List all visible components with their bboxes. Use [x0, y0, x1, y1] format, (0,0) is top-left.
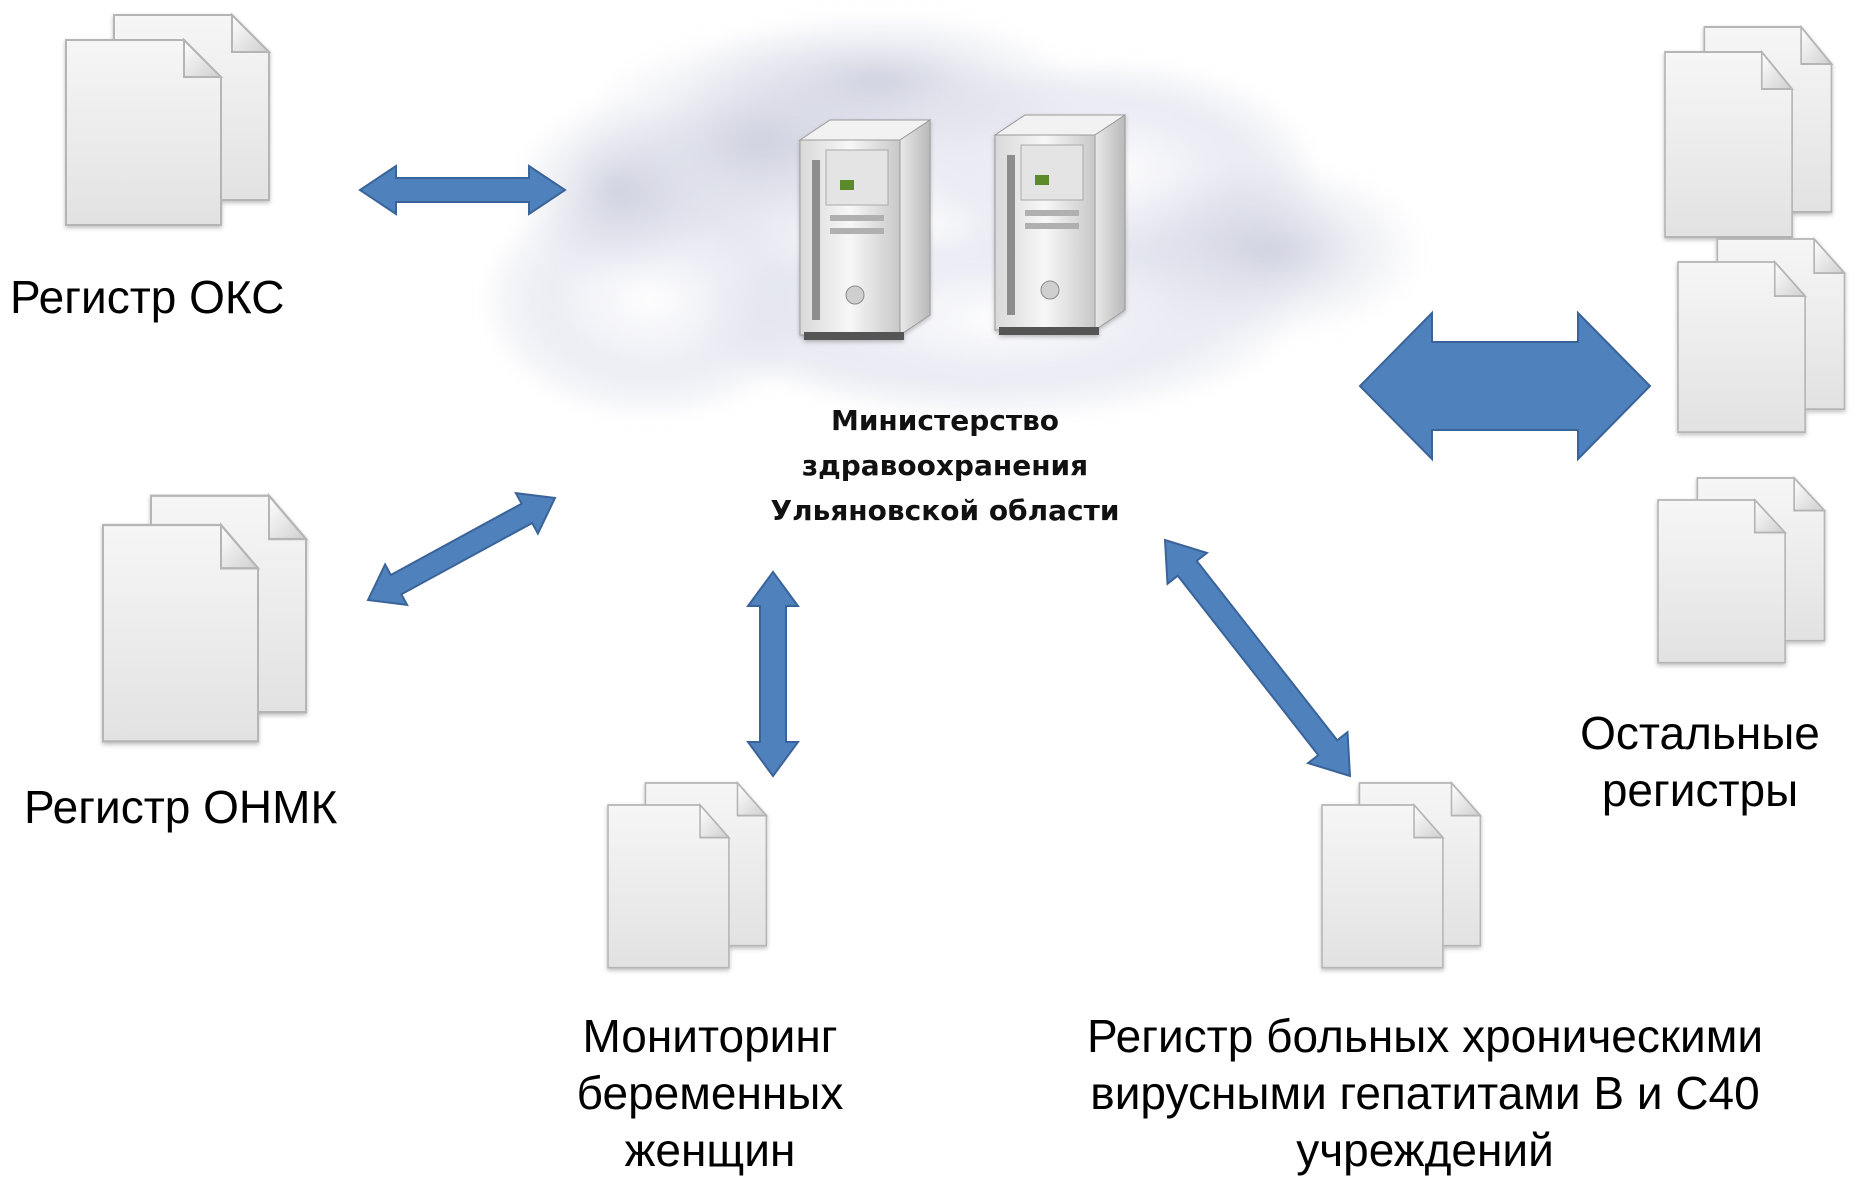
cloud-icon: [480, 10, 1430, 420]
double-arrow-icon: [366, 491, 557, 607]
registry-hepatitis-line: вирусными гепатитами В и С40: [1090, 1067, 1760, 1119]
registry-pregnant-line: беременных: [576, 1067, 844, 1119]
registry-others-label: Остальные регистры: [1540, 705, 1858, 819]
document-icon: [1678, 239, 1844, 432]
double-arrow-icon: [1163, 538, 1352, 778]
ministry-label-line: здравоохранения: [801, 449, 1089, 482]
registry-oks-label: Регистр ОКС: [10, 271, 285, 323]
registry-others-line: регистры: [1601, 764, 1799, 816]
ministry-label: Министерство здравоохранения Ульяновской…: [735, 398, 1155, 533]
document-icon: [1322, 783, 1480, 968]
server-icon: [994, 114, 1126, 336]
registry-hepatitis-label: Регистр больных хроническими вирусными г…: [1055, 1008, 1795, 1179]
document-icon: [608, 783, 766, 968]
double-arrow-icon: [1358, 310, 1652, 462]
document-icon: [1665, 27, 1831, 237]
double-arrow-icon: [746, 570, 800, 778]
ministry-label-line: Ульяновской области: [770, 494, 1120, 527]
document-icon: [1658, 478, 1824, 663]
double-arrow-icon: [358, 164, 567, 216]
ministry-label-line: Министерство: [830, 404, 1060, 437]
registry-hepatitis-line: Регистр больных хроническими: [1086, 1010, 1764, 1062]
registry-onmk-label: Регистр ОНМК: [24, 781, 338, 833]
registry-pregnant-label: Мониторинг беременных женщин: [555, 1008, 865, 1179]
registry-others-line: Остальные: [1580, 707, 1820, 759]
registry-hepatitis-line: учреждений: [1296, 1124, 1554, 1176]
arrows-layer: [358, 164, 1652, 778]
registry-pregnant-line: Мониторинг: [582, 1010, 838, 1062]
document-icon: [103, 496, 306, 742]
document-icon: [66, 15, 269, 225]
registry-pregnant-line: женщин: [624, 1124, 796, 1176]
server-icon: [799, 119, 931, 341]
